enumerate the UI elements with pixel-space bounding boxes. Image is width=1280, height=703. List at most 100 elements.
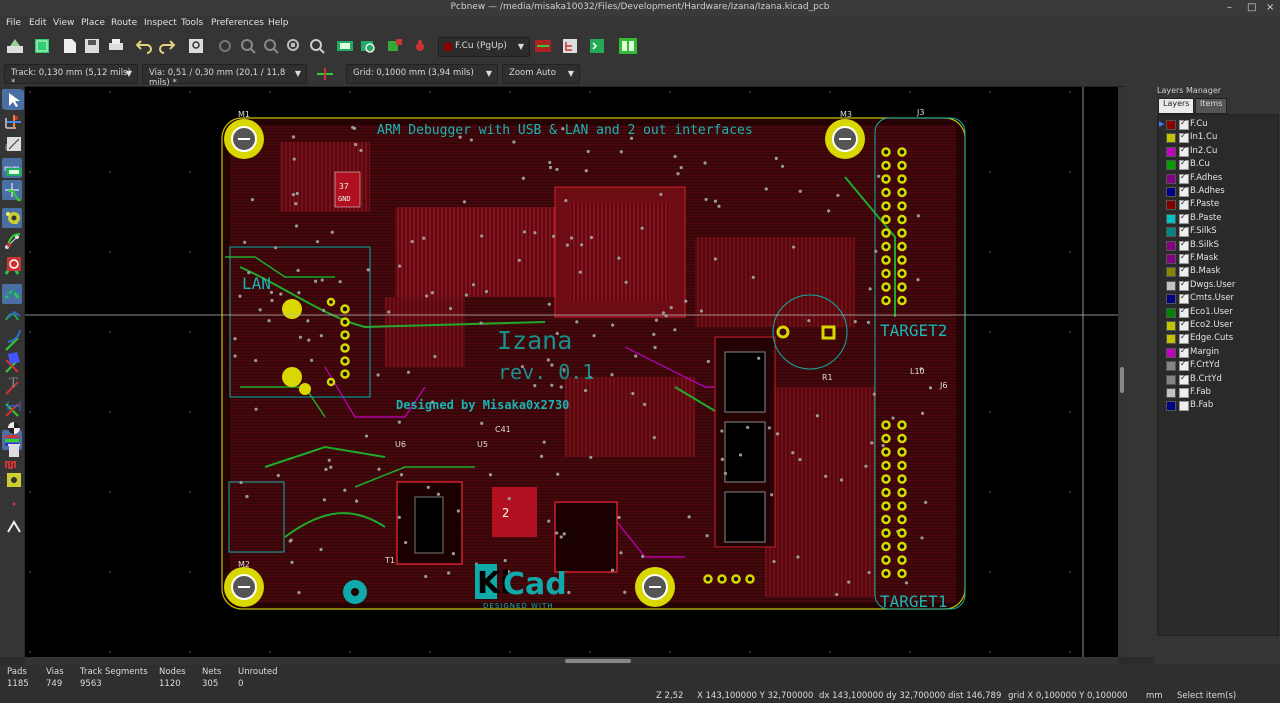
pcb-canvas[interactable]: 2 37 GND Ki Cad DESIGNED WITH A — [25, 87, 1118, 657]
find-icon[interactable] — [186, 36, 206, 56]
layer-color-swatch[interactable] — [1166, 361, 1176, 372]
layer-visibility-checkbox[interactable] — [1179, 292, 1189, 305]
add-footprint-icon[interactable] — [4, 162, 24, 182]
script-console-icon[interactable] — [587, 36, 607, 56]
keepout-icon[interactable] — [4, 254, 24, 274]
footprint-viewer-icon[interactable] — [358, 36, 378, 56]
layer-row[interactable]: F.Paste — [1158, 198, 1278, 211]
layer-visibility-checkbox[interactable] — [1179, 212, 1189, 224]
menu-tools[interactable]: Tools — [181, 18, 204, 28]
layer-row[interactable]: B.CrtYd — [1158, 373, 1278, 386]
bug-icon[interactable] — [410, 36, 430, 56]
layer-row[interactable]: B.Mask — [1158, 265, 1278, 278]
add-dimension-icon[interactable] — [4, 396, 24, 416]
layer-color-swatch[interactable] — [1166, 374, 1176, 385]
layer-row[interactable]: B.Paste — [1158, 212, 1278, 225]
zoom-dropdown[interactable]: Zoom Auto ▼ — [502, 64, 580, 84]
layer-row[interactable]: Eco2.User — [1158, 319, 1278, 332]
layer-visibility-checkbox[interactable] — [1179, 279, 1189, 291]
layer-visibility-checkbox[interactable] — [1179, 388, 1189, 398]
layer-visibility-checkbox[interactable] — [1179, 265, 1189, 278]
menu-place[interactable]: Place — [81, 18, 105, 28]
layer-row[interactable]: ▶F.Cu — [1158, 118, 1278, 131]
footprint-editor-icon[interactable] — [335, 36, 355, 56]
highlight-net-icon[interactable] — [4, 112, 24, 132]
menu-help[interactable]: Help — [268, 18, 289, 28]
layer-visibility-checkbox[interactable] — [1179, 252, 1189, 264]
layer-pair-icon[interactable] — [533, 36, 553, 56]
menu-edit[interactable]: Edit — [29, 18, 47, 28]
layer-color-swatch[interactable] — [1166, 388, 1176, 398]
menu-route[interactable]: Route — [111, 18, 138, 28]
layer-color-swatch[interactable] — [1166, 227, 1176, 238]
layer-visibility-checkbox[interactable] — [1179, 346, 1189, 358]
layer-row[interactable]: Margin — [1158, 346, 1278, 359]
drill-origin-icon[interactable] — [4, 470, 24, 490]
add-target-icon[interactable] — [4, 418, 24, 438]
layer-color-swatch[interactable] — [1166, 254, 1176, 264]
layer-color-swatch[interactable] — [1166, 321, 1176, 331]
undo-icon[interactable] — [134, 36, 154, 56]
vertical-scrollbar[interactable] — [1118, 87, 1126, 657]
redo-icon[interactable] — [157, 36, 177, 56]
layer-color-swatch[interactable] — [1166, 294, 1176, 305]
layer-visibility-checkbox[interactable] — [1179, 145, 1189, 157]
refresh-icon[interactable] — [215, 36, 235, 56]
zoom-in-icon[interactable] — [238, 36, 258, 56]
save-icon[interactable] — [82, 36, 102, 56]
layer-color-swatch[interactable] — [1166, 146, 1176, 157]
layer-visibility-checkbox[interactable] — [1179, 359, 1189, 372]
layer-row[interactable]: Edge.Cuts — [1158, 332, 1278, 345]
layer-color-swatch[interactable] — [1166, 307, 1176, 318]
menu-inspect[interactable]: Inspect — [144, 18, 177, 28]
layer-row[interactable]: Eco1.User — [1158, 306, 1278, 319]
layer-visibility-checkbox[interactable] — [1179, 131, 1189, 144]
layer-color-swatch[interactable] — [1166, 173, 1176, 184]
layer-visibility-checkbox[interactable] — [1179, 158, 1189, 171]
layer-row[interactable]: B.SilkS — [1158, 239, 1278, 252]
layer-row[interactable]: B.Fab — [1158, 399, 1278, 412]
layer-color-swatch[interactable] — [1166, 160, 1176, 171]
layer-color-swatch[interactable] — [1166, 200, 1176, 211]
layer-visibility-checkbox[interactable] — [1179, 239, 1189, 251]
layer-row[interactable]: In1.Cu — [1158, 131, 1278, 144]
tree-icon[interactable] — [560, 36, 580, 56]
layer-row[interactable]: F.Mask — [1158, 252, 1278, 265]
add-polygon-icon[interactable] — [4, 348, 24, 368]
layer-visibility-checkbox[interactable] — [1179, 198, 1189, 211]
layer-visibility-checkbox[interactable] — [1179, 225, 1189, 238]
delete-trash-icon[interactable] — [4, 440, 24, 460]
active-layer-dropdown[interactable]: F.Cu (PgUp) ▼ — [438, 37, 530, 57]
layer-visibility-checkbox[interactable] — [1179, 332, 1189, 345]
layer-color-swatch[interactable] — [1166, 133, 1176, 144]
layer-visibility-checkbox[interactable] — [1179, 401, 1189, 412]
microwave-icon[interactable] — [2, 454, 22, 474]
zoom-selection-icon[interactable] — [307, 36, 327, 56]
layer-visibility-checkbox[interactable] — [1179, 118, 1189, 130]
layer-color-swatch[interactable] — [1166, 347, 1176, 358]
layer-visibility-checkbox[interactable] — [1179, 185, 1189, 197]
horizontal-scroll-thumb[interactable] — [565, 659, 631, 663]
page-settings-icon[interactable] — [32, 36, 52, 56]
new-board-icon[interactable] — [60, 36, 80, 56]
layer-visibility-checkbox[interactable] — [1179, 319, 1189, 331]
layer-row[interactable]: F.Fab — [1158, 386, 1278, 399]
layer-color-swatch[interactable] — [1166, 213, 1176, 224]
layer-row[interactable]: F.CrtYd — [1158, 359, 1278, 372]
add-line-icon[interactable] — [4, 282, 24, 302]
layer-color-swatch[interactable] — [1166, 120, 1176, 130]
add-text-icon[interactable]: T — [4, 372, 24, 392]
select-arrow-icon[interactable] — [4, 90, 24, 110]
zoom-out-icon[interactable] — [261, 36, 281, 56]
close-icon[interactable]: × — [1266, 2, 1275, 13]
layer-row[interactable]: F.Adhes — [1158, 172, 1278, 185]
layer-color-swatch[interactable] — [1166, 334, 1176, 345]
print-icon[interactable] — [106, 36, 126, 56]
menu-preferences[interactable]: Preferences — [211, 18, 264, 28]
tab-layers[interactable]: Layers — [1158, 98, 1195, 114]
3d-viewer-icon[interactable] — [618, 36, 638, 56]
layer-visibility-checkbox[interactable] — [1179, 373, 1189, 385]
layer-color-swatch[interactable] — [1166, 240, 1176, 251]
layer-row[interactable]: F.SilkS — [1158, 225, 1278, 238]
layer-visibility-checkbox[interactable] — [1179, 172, 1189, 184]
